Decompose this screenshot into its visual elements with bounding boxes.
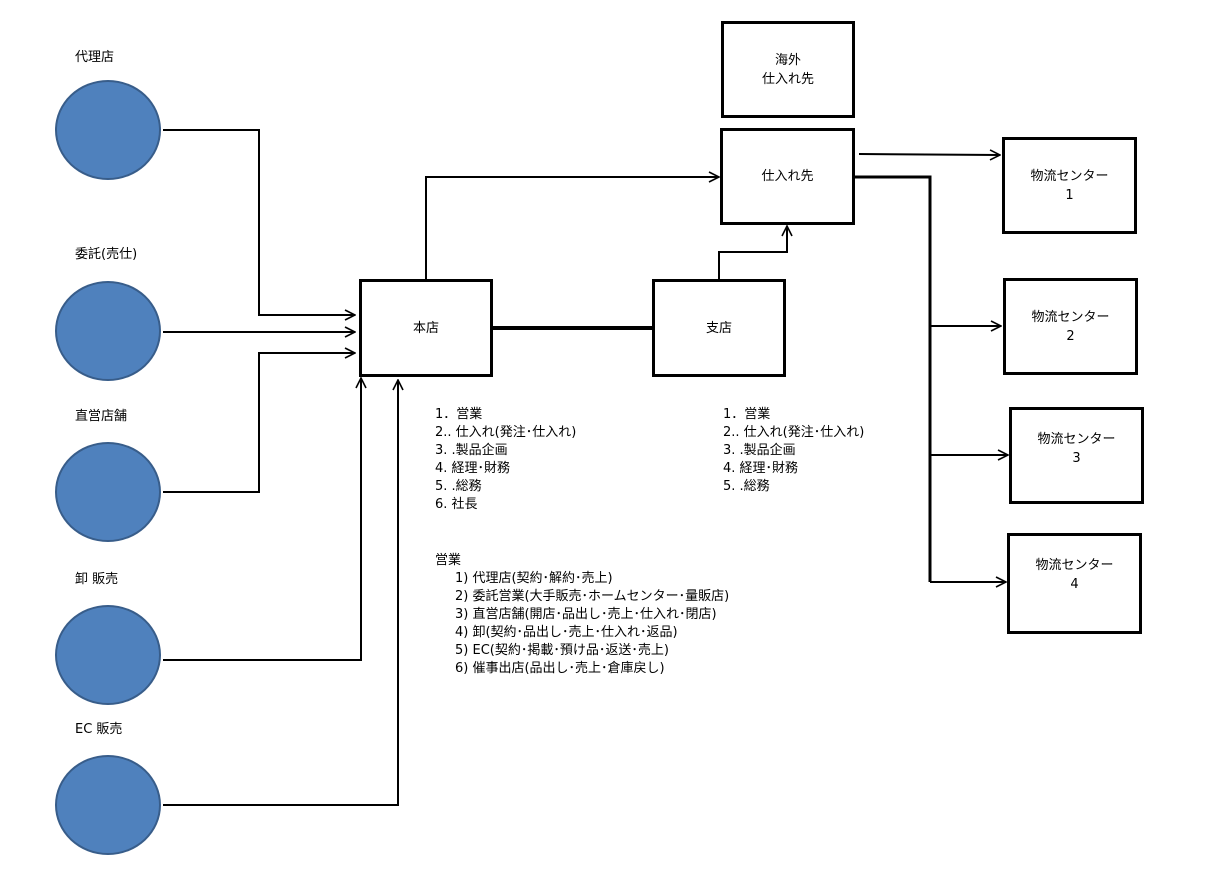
head-office-function-item: 3. .製品企画: [435, 443, 508, 458]
logistics-center-4-label: 物流センター: [1035, 558, 1114, 573]
head-office-function-item: 6. 社長: [435, 497, 478, 512]
source-node-agency[interactable]: [55, 80, 161, 180]
branch-label: 支店: [705, 320, 732, 336]
connector-ec-to-head-office: [163, 380, 398, 806]
logistics-center-3-box[interactable]: 物流センター 3: [1009, 407, 1144, 504]
logistics-center-3-label: 物流センター: [1037, 432, 1116, 447]
sales-item: 4) 卸(契約･品出し･売上･仕入れ･返品): [455, 625, 678, 640]
head-office-function-item: 1．営業: [435, 407, 483, 422]
source-label-agency: 代理店: [75, 50, 115, 65]
branch-function-item: 2.. 仕入れ(発注･仕入れ): [723, 425, 865, 440]
connector-direct-store-to-head-office: [163, 353, 355, 493]
sales-item: 6) 催事出店(品出し･売上･倉庫戻し): [455, 661, 665, 676]
connector-supplier-trunk: [854, 175, 932, 582]
source-label-wholesale: 卸 販売: [75, 572, 119, 587]
connector-wholesale-to-head-office: [163, 378, 361, 661]
head-office-function-item: 2.. 仕入れ(発注･仕入れ): [435, 425, 577, 440]
source-label-direct-store: 直営店舗: [75, 409, 128, 424]
branch-function-item: 5. .総務: [723, 479, 770, 494]
source-label-consignment: 委託(売仕): [75, 247, 138, 262]
supplier-label: 仕入れ先: [761, 169, 814, 184]
branch-function-item: 4. 経理･財務: [723, 461, 799, 476]
source-node-consignment[interactable]: [55, 281, 161, 381]
branch-functions: 1．営業 2.. 仕入れ(発注･仕入れ) 3. .製品企画 4. 経理･財務 5…: [723, 406, 864, 496]
head-office-box[interactable]: 本店: [359, 279, 493, 377]
head-office-function-item: 4. 経理･財務: [435, 461, 511, 476]
source-node-ec[interactable]: [55, 755, 161, 855]
sales-title: 営業: [435, 553, 462, 568]
head-office-functions: 1．営業 2.. 仕入れ(発注･仕入れ) 3. .製品企画 4. 経理･財務 5…: [435, 406, 576, 514]
head-office-function-item: 5. .総務: [435, 479, 482, 494]
supplier-box[interactable]: 仕入れ先: [720, 128, 855, 225]
overseas-supplier-label-line2: 仕入れ先: [761, 71, 814, 87]
connector-agency-to-head-office: [163, 129, 355, 315]
logistics-center-4-box[interactable]: 物流センター 4: [1007, 533, 1142, 634]
connector-head-office-to-supplier: [425, 177, 719, 280]
logistics-center-1-number: 1: [1065, 188, 1074, 203]
source-label-ec: EC 販売: [75, 722, 123, 737]
overseas-supplier-label-line1: 海外: [774, 52, 801, 68]
logistics-center-1-box[interactable]: 物流センター 1: [1002, 137, 1137, 234]
branch-function-item: 1．営業: [723, 407, 771, 422]
sales-item: 2) 委託営業(大手販売･ホームセンター･量販店): [455, 589, 730, 604]
source-node-wholesale[interactable]: [55, 605, 161, 705]
source-node-direct-store[interactable]: [55, 442, 161, 542]
branch-box[interactable]: 支店: [652, 279, 786, 377]
logistics-center-2-number: 2: [1066, 329, 1075, 344]
logistics-center-1-label: 物流センター: [1030, 169, 1109, 184]
logistics-center-2-label: 物流センター: [1031, 310, 1110, 325]
branch-function-item: 3. .製品企画: [723, 443, 796, 458]
connector-supplier-to-logistics-1: [858, 154, 1000, 155]
connector-branch-to-supplier: [718, 226, 787, 280]
logistics-center-3-number: 3: [1072, 451, 1081, 466]
overseas-supplier-box[interactable]: 海外 仕入れ先: [721, 21, 855, 118]
logistics-center-2-box[interactable]: 物流センター 2: [1003, 278, 1138, 375]
sales-detail: 営業 1) 代理店(契約･解約･売上) 2) 委託営業(大手販売･ホームセンター…: [435, 552, 729, 678]
sales-item: 3) 直営店舗(開店･品出し･売上･仕入れ･閉店): [455, 607, 717, 622]
logistics-center-4-number: 4: [1070, 577, 1079, 592]
sales-item: 1) 代理店(契約･解約･売上): [455, 571, 613, 586]
sales-item: 5) EC(契約･掲載･預け品･返送･売上): [455, 643, 669, 658]
head-office-label: 本店: [412, 320, 439, 336]
